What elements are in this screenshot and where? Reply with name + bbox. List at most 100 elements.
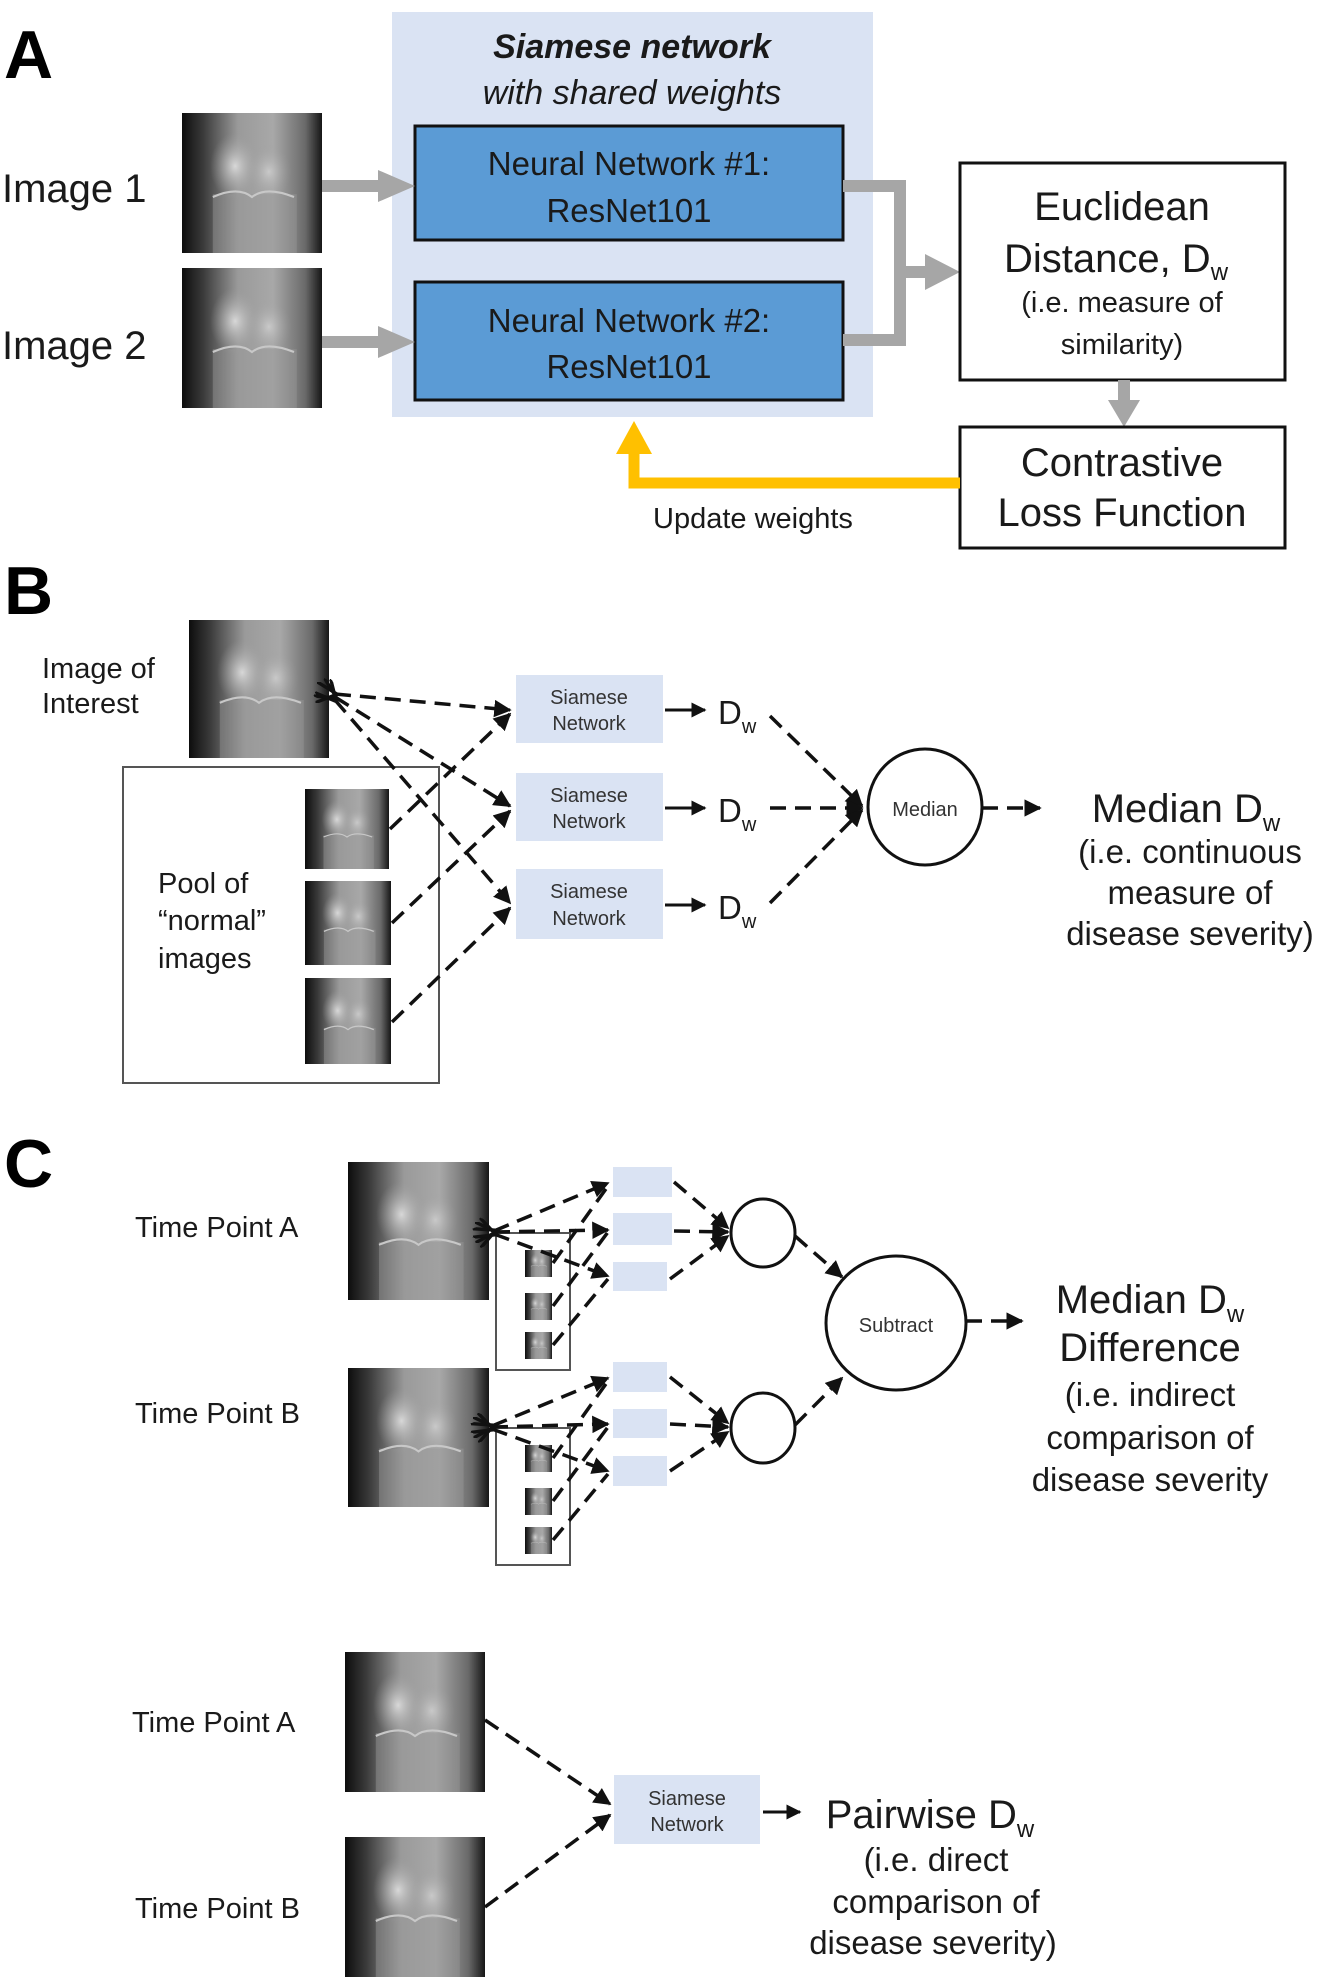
input-arrow-2 — [322, 326, 415, 358]
direct-siamese-line1: Siamese — [648, 1788, 726, 1810]
euclidean-distance-box: Euclidean Distance, Dw (i.e. measure of … — [958, 161, 1287, 382]
direct-time-a-label: Time Point A — [132, 1707, 296, 1739]
euclidean-line3: (i.e. measure of — [1021, 287, 1223, 319]
update-weights-label: Update weights — [653, 503, 853, 535]
median-dw-result: Median Dw (i.e. continuous measure of di… — [1066, 787, 1314, 952]
siamese-box-2-line2: Network — [552, 811, 626, 833]
dash-interest-to-siamese-3 — [335, 700, 512, 903]
median-difference-line3: (i.e. indirect — [1065, 1376, 1236, 1413]
panel-a: A Image 1 Image 2 Siamese network with s… — [2, 12, 1287, 550]
euclidean-line2: Distance, Dw — [1004, 237, 1229, 286]
nn2-line2: ResNet101 — [546, 348, 711, 385]
median-circle: Median — [866, 747, 984, 867]
dw-label-2: Dw — [718, 792, 757, 836]
direct-siamese-box: Siamese Network — [614, 1775, 760, 1844]
dw-label-3: Dw — [718, 889, 757, 933]
indirect-time-b-label: Time Point B — [135, 1398, 300, 1430]
image2-label: Image 2 — [2, 324, 147, 368]
subtract-label: Subtract — [859, 1315, 934, 1337]
contrastive-line1: Contrastive — [1021, 441, 1223, 485]
median-difference-line4: comparison of — [1046, 1419, 1254, 1456]
indirect-b-siamese-2 — [613, 1409, 667, 1438]
indirect-a-siamese-1 — [613, 1167, 672, 1197]
indirect-a-connectors — [494, 1183, 608, 1347]
indirect-xray-b — [348, 1368, 489, 1507]
normal-image-2 — [305, 881, 391, 965]
indirect-a-to-median — [668, 1180, 730, 1281]
indirect-pool-a-img-3 — [525, 1332, 552, 1359]
siamese-box-1: Siamese Network — [516, 675, 663, 743]
pairwise-dw-line1: (i.e. direct — [864, 1841, 1009, 1878]
indirect-a-siamese-3 — [613, 1262, 667, 1291]
input-arrow-1 — [322, 170, 415, 202]
siamese-title: Siamese network — [493, 28, 773, 66]
euclidean-line4: similarity) — [1061, 329, 1183, 361]
nn1-line2: ResNet101 — [546, 192, 711, 229]
normal-image-1 — [305, 789, 389, 869]
indirect-pool-a-img-2 — [525, 1293, 552, 1320]
dash-dw1-to-median — [768, 714, 864, 808]
median-b-to-subtract — [793, 1376, 844, 1427]
indirect-b-siamese-1 — [613, 1362, 667, 1392]
direct-siamese-line2: Network — [650, 1814, 724, 1836]
direct-time-b-label: Time Point B — [135, 1893, 300, 1925]
dash-dw3-to-median — [768, 808, 864, 905]
subtract-circle: Subtract — [824, 1254, 968, 1392]
median-difference-title: Median Dw — [1056, 1278, 1245, 1328]
pool-label-line2: “normal” — [158, 905, 266, 937]
siamese-subtitle: with shared weights — [483, 74, 782, 112]
siamese-box-3-line2: Network — [552, 908, 626, 930]
indirect-b-siamese-3 — [613, 1456, 667, 1486]
nn1-line1: Neural Network #1: — [488, 145, 770, 182]
indirect-pool-b-img-2 — [525, 1488, 552, 1515]
indirect-b-connectors — [492, 1378, 608, 1542]
siamese-box-2: Siamese Network — [516, 773, 663, 841]
nn2-box: Neural Network #2: ResNet101 — [413, 280, 845, 402]
interest-label-line1: Image of — [42, 653, 156, 685]
down-arrow — [1108, 380, 1140, 427]
panel-label-a: A — [4, 17, 53, 93]
panel-b: B Image of Interest Pool of “normal” ima… — [4, 553, 1314, 1084]
median-a-to-subtract — [793, 1234, 844, 1279]
median-dw-line3: disease severity) — [1066, 915, 1314, 952]
pairwise-dw-line3: disease severity) — [809, 1924, 1057, 1961]
dw-label-1: Dw — [718, 694, 757, 738]
panel-c: C Time Point A Time Point B — [4, 1126, 1269, 1977]
pairwise-dw-result: Pairwise Dw (i.e. direct comparison of d… — [809, 1793, 1057, 1961]
dash-direct-a-to-siamese — [484, 1718, 612, 1806]
nn1-box: Neural Network #1: ResNet101 — [413, 124, 845, 242]
pool-label-line3: images — [158, 943, 252, 975]
contrastive-line2: Loss Function — [997, 491, 1246, 535]
median-circle-label: Median — [892, 799, 958, 821]
normal-image-3 — [305, 978, 391, 1064]
pairwise-dw-line2: comparison of — [832, 1883, 1040, 1920]
siamese-box-3-line1: Siamese — [550, 881, 628, 903]
merge-connector — [843, 180, 960, 346]
euclidean-line1: Euclidean — [1034, 185, 1210, 229]
panel-label-b: B — [4, 553, 53, 629]
panel-label-c: C — [4, 1126, 53, 1202]
direct-xray-b — [345, 1837, 485, 1977]
pool-label-line1: Pool of — [158, 868, 249, 900]
median-difference-line2: Difference — [1059, 1326, 1241, 1370]
median-dw-title: Median Dw — [1092, 787, 1281, 837]
median-difference-result: Median Dw Difference (i.e. indirect comp… — [1032, 1278, 1269, 1498]
direct-xray-a — [345, 1652, 485, 1792]
siamese-box-1-line2: Network — [552, 713, 626, 735]
dash-interest-to-siamese-1 — [335, 694, 510, 710]
indirect-a-siamese-2 — [613, 1213, 672, 1245]
indirect-b-to-median — [668, 1375, 730, 1473]
indirect-median-circle-a — [729, 1197, 797, 1269]
indirect-xray-a — [348, 1162, 489, 1300]
siamese-box-2-line1: Siamese — [550, 785, 628, 807]
interest-label-line2: Interest — [42, 688, 139, 720]
indirect-median-circle-b — [729, 1391, 797, 1465]
siamese-box-3: Siamese Network — [516, 869, 663, 939]
median-difference-line5: disease severity — [1032, 1461, 1269, 1498]
contrastive-loss-box: Contrastive Loss Function — [958, 425, 1287, 550]
image-of-interest — [189, 620, 329, 758]
dash-pool-to-siamese-3 — [390, 906, 512, 1024]
image1-label: Image 1 — [2, 167, 147, 211]
median-dw-line2: measure of — [1107, 874, 1273, 911]
